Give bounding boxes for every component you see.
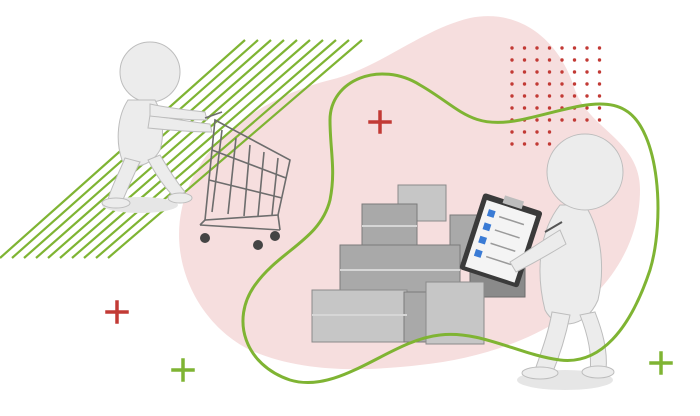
red-dot	[535, 118, 539, 122]
red-dot	[597, 94, 602, 98]
red-dot	[572, 70, 577, 74]
red-dot	[510, 58, 514, 62]
red-dot	[535, 58, 539, 62]
red-dot	[535, 142, 539, 146]
plus-icon	[105, 300, 129, 324]
red-dot	[547, 46, 552, 50]
red-dot	[560, 58, 564, 62]
red-dot	[572, 82, 577, 86]
red-dot	[547, 130, 552, 134]
red-dot	[510, 130, 514, 134]
red-dot	[522, 142, 527, 146]
red-dot	[547, 94, 552, 98]
red-dot	[585, 82, 589, 86]
plus-icon	[171, 358, 195, 382]
person-with-cart	[101, 41, 213, 213]
red-dot	[585, 46, 589, 50]
red-dot	[597, 118, 602, 122]
plus-icon	[368, 110, 392, 134]
red-dot	[547, 142, 552, 146]
red-dot	[597, 106, 602, 110]
red-dot	[560, 46, 564, 50]
red-dot	[522, 46, 527, 50]
red-dot	[510, 106, 514, 110]
red-dot	[522, 82, 527, 86]
red-dot	[510, 142, 514, 146]
red-dot	[597, 82, 602, 86]
plus-icon	[649, 351, 673, 375]
red-dot	[535, 106, 539, 110]
person-with-clipboard	[459, 133, 624, 390]
red-dot	[560, 94, 564, 98]
red-dot	[547, 106, 552, 110]
red-dot	[560, 70, 564, 74]
red-dot-grid	[510, 46, 602, 146]
red-dot	[585, 58, 589, 62]
red-dot	[510, 46, 514, 50]
red-dot	[585, 70, 589, 74]
red-dot	[572, 94, 577, 98]
person-head	[119, 41, 181, 103]
red-dot	[510, 70, 514, 74]
red-dot	[572, 46, 577, 50]
red-dot	[547, 82, 552, 86]
red-dot	[547, 118, 552, 122]
red-dot	[535, 70, 539, 74]
red-dot	[560, 82, 564, 86]
red-dot	[585, 106, 589, 110]
red-dot	[522, 58, 527, 62]
red-dot	[522, 130, 527, 134]
person-body-right	[539, 204, 603, 325]
red-dot	[535, 82, 539, 86]
red-dot	[597, 58, 602, 62]
red-dot	[547, 58, 552, 62]
shopping-cart-icon	[199, 111, 291, 250]
red-dot	[535, 94, 539, 98]
green-outline-loop	[241, 72, 660, 384]
red-dot	[522, 70, 527, 74]
red-dot	[572, 58, 577, 62]
red-dot	[585, 94, 589, 98]
red-dot	[560, 118, 564, 122]
red-dot	[535, 46, 539, 50]
red-dot	[547, 70, 552, 74]
red-dot	[522, 106, 527, 110]
person-head-right	[546, 133, 624, 211]
red-dot	[597, 70, 602, 74]
red-dot	[585, 118, 589, 122]
red-dot	[597, 46, 602, 50]
red-dot	[535, 130, 539, 134]
red-dot	[572, 118, 577, 122]
red-dot	[522, 94, 527, 98]
box-stack	[311, 184, 526, 345]
red-dot	[510, 94, 514, 98]
red-dot	[510, 82, 514, 86]
